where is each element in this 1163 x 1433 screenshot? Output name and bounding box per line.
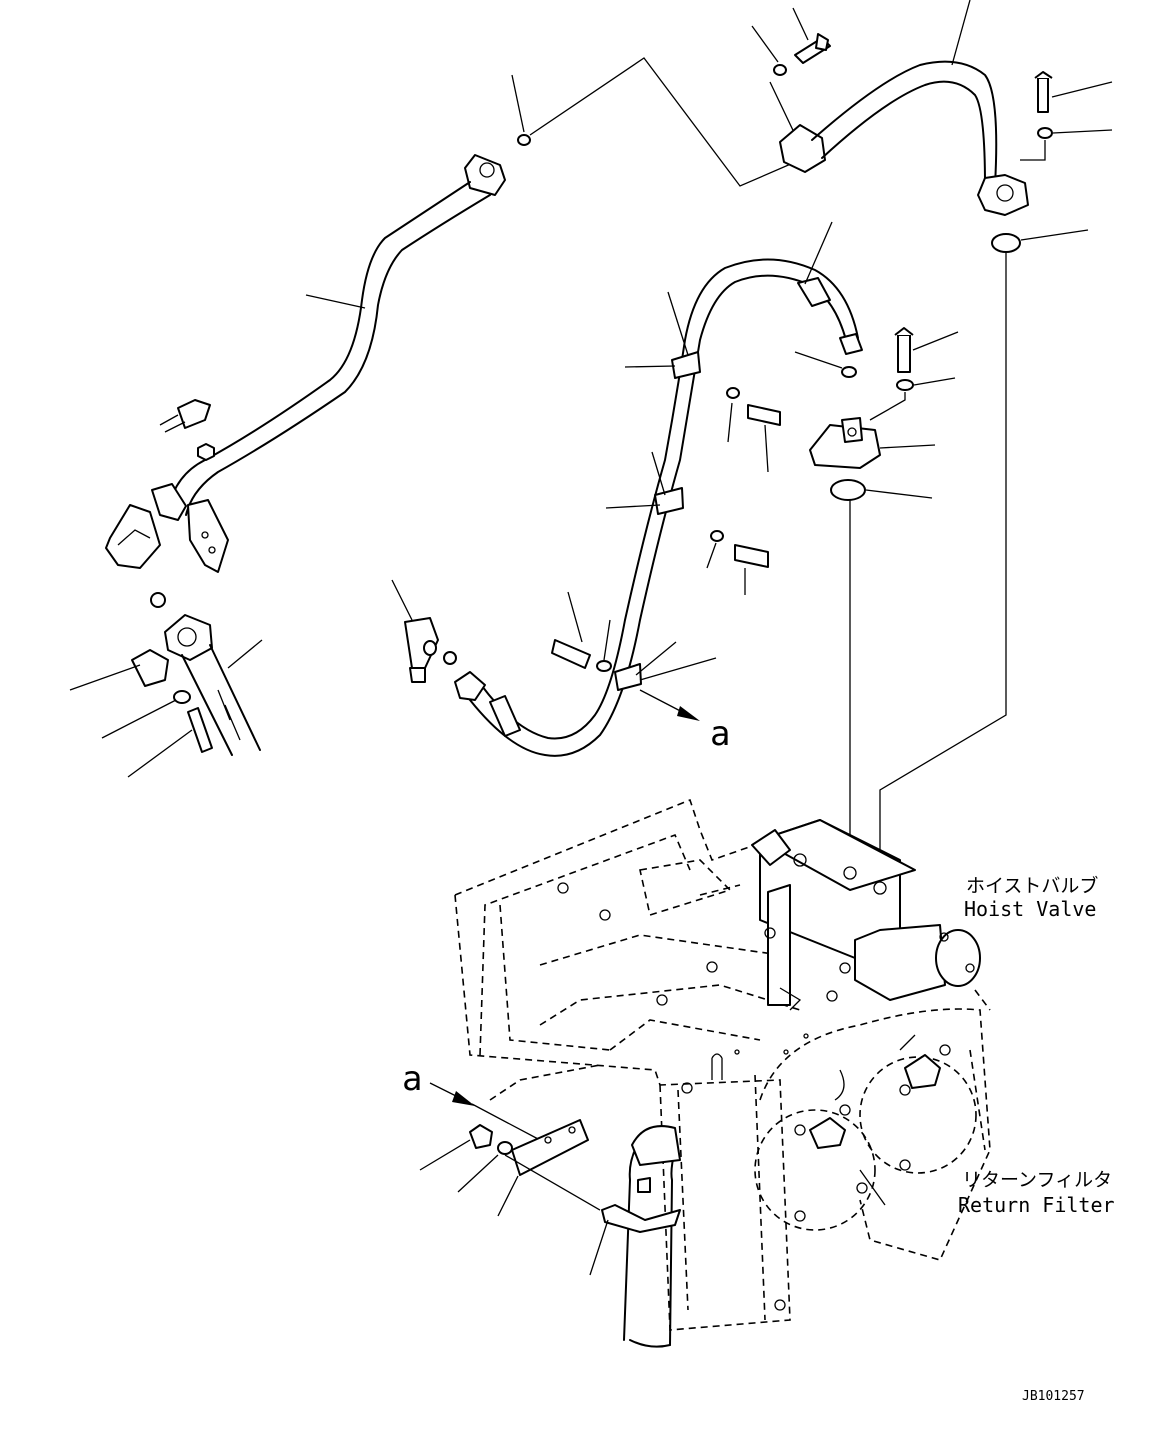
flange-block bbox=[794, 253, 1007, 870]
return-filter-label-jp: リターンフィルタ bbox=[962, 1169, 1112, 1191]
return-filter-label-en: Return Filter bbox=[958, 1193, 1115, 1217]
view-marker-a-bracket: a bbox=[402, 1059, 422, 1099]
hoist-valve-label-en: Hoist Valve bbox=[964, 897, 1096, 921]
hoist-valve-label-jp: ホイストバルブ bbox=[966, 874, 1098, 897]
drawing-number: JB101257 bbox=[1022, 1389, 1085, 1404]
top-right-tube bbox=[751, 0, 1113, 253]
connector-line-top bbox=[529, 57, 801, 187]
center-hose bbox=[391, 221, 863, 757]
main-frame bbox=[454, 798, 991, 1348]
view-marker-a-hose: a bbox=[710, 714, 730, 754]
detail-a-bracket bbox=[419, 1082, 609, 1276]
left-tube bbox=[105, 154, 506, 756]
leader-lines-left bbox=[69, 74, 525, 778]
